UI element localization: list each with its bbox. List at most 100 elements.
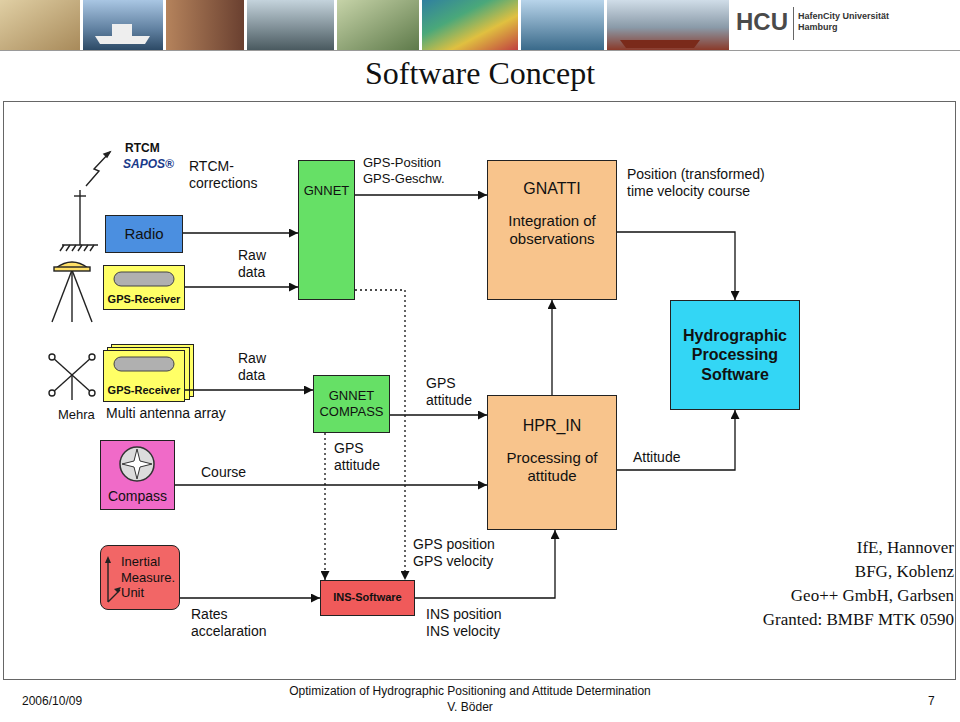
receiver-symbol: [104, 267, 186, 291]
university-name-holder: HafenCity Universität Hamburg: [798, 11, 916, 33]
signal-label-holder: Raw data: [237, 247, 282, 281]
box-label: INS-Software: [324, 591, 411, 604]
signal-label-holder: INS position INS velocity: [425, 606, 513, 640]
signal-label: Attitude: [632, 449, 681, 466]
footer-author: V. Böder: [200, 700, 740, 714]
dotted-arrow: [324, 433, 325, 580]
sensor-box: Compass: [100, 440, 175, 510]
slide-date-holder: 2006/10/09: [22, 694, 82, 708]
ground-hatch: [60, 245, 94, 251]
box-label: GNNET: [301, 183, 352, 199]
signal-label: GPS-Position GPS-Geschw.: [362, 155, 452, 186]
header-photo: [166, 0, 244, 50]
box-label: GNATTI: [494, 179, 610, 198]
receiver-body: [114, 357, 174, 371]
footer-title: Optimization of Hydrographic Positioning…: [200, 684, 740, 698]
partner-name: IfE, Hannover: [857, 538, 954, 558]
antenna-element: [49, 354, 55, 360]
note-text-holder: Multi antenna array: [102, 404, 230, 423]
signal-label-holder: GPS-Position GPS-Geschw.: [362, 155, 452, 187]
slide-title-holder: Software Concept: [0, 54, 960, 92]
page-number-holder: 7: [928, 694, 935, 708]
source-box: Radio: [105, 215, 183, 253]
header-rule: [0, 50, 960, 51]
partner-name-holder: IfE, Hannover: [857, 538, 954, 558]
signal-label-holder: GPS position GPS velocity: [412, 536, 502, 570]
signal-label-holder: Position (transformed) time velocity cou…: [626, 166, 776, 200]
target-software-box: Hydrographic Processing Software: [670, 300, 800, 410]
radio-antenna-icon: [60, 152, 110, 251]
service-name-holder: RTCM: [125, 141, 160, 155]
note-text: Multi antenna array: [102, 404, 230, 423]
radio-signal: [86, 152, 110, 186]
signal-label: Rates accelaration: [190, 606, 290, 640]
university-name: HafenCity Universität Hamburg: [798, 11, 916, 33]
signal-label: GPS position GPS velocity: [412, 536, 502, 570]
receiver-body: [114, 272, 174, 286]
slide-date: 2006/10/09: [22, 694, 82, 708]
partner-name-holder: BFG, Koblenz: [855, 562, 954, 582]
gps-antenna-plate: [54, 267, 90, 271]
header-photo: [337, 0, 419, 50]
header-photo: [521, 0, 604, 50]
axes-symbol: [103, 550, 123, 608]
header-photo: [422, 0, 518, 50]
axis-line: [108, 560, 120, 602]
signal-label: Position (transformed) time velocity cou…: [626, 166, 776, 200]
software-box: GNNET COMPASS: [313, 375, 390, 433]
signal-label-holder: GPS attitude: [333, 440, 395, 474]
signal-label: INS position INS velocity: [425, 606, 513, 640]
footer-author-holder: V. Böder: [200, 700, 740, 714]
box-label: Radio: [109, 225, 179, 243]
antenna-mast: [79, 190, 80, 245]
flow-arrow: [185, 389, 313, 390]
antenna-element: [89, 354, 95, 360]
signal-label-holder: Raw data: [237, 350, 282, 384]
box-label: Compass: [103, 488, 172, 505]
grant-note-holder: Granted: BMBF MTK 0590: [763, 610, 954, 630]
ship-shape: [95, 24, 150, 44]
service-name-holder: SAPOS®: [123, 157, 174, 171]
tripod-leg: [71, 270, 72, 322]
multi-antenna-icon: [49, 354, 95, 400]
signal-label: GPS attitude: [425, 375, 485, 409]
axis-head: [105, 556, 121, 593]
logo-text-holder: HCU: [736, 8, 788, 37]
header-photo: [607, 0, 729, 50]
box-label: GPS-Receiver: [106, 384, 182, 397]
box-label: GPS-Receiver: [106, 293, 182, 306]
signal-label: RTCM- corrections: [188, 158, 272, 192]
antenna-element: [49, 390, 55, 396]
signal-label-holder: Course: [200, 463, 260, 481]
box-label: GNNET COMPASS: [317, 388, 386, 419]
signal-label: Course: [200, 464, 247, 481]
header-photo-strip: [0, 0, 729, 50]
header-photo: [83, 0, 163, 50]
receiver-box: GPS-Receiver: [103, 265, 185, 310]
process-box: HPR_INProcessing of attitude: [487, 395, 617, 530]
tripod-leg: [52, 270, 72, 322]
slide-frame: [4, 102, 956, 680]
antenna-stem: [71, 375, 72, 400]
flow-arrow: [185, 286, 298, 287]
box-body-text: Processing of attitude: [494, 449, 610, 485]
signal-label: Raw data: [237, 350, 282, 384]
flow-arrow: [355, 194, 487, 195]
service-name: SAPOS®: [123, 157, 174, 171]
signal-label-holder: Rates accelaration: [190, 606, 290, 640]
signal-label-holder: GPS attitude: [425, 375, 485, 409]
partner-name-holder: Geo++ GmbH, Garbsen: [791, 586, 954, 606]
process-box: GNATTIIntegration of observations: [487, 160, 617, 300]
flow-arrow: [183, 232, 298, 233]
signal-label: GPS attitude: [333, 440, 395, 474]
antenna-bar: [74, 195, 86, 196]
page-number: 7: [928, 694, 935, 708]
header-photo: [247, 0, 334, 50]
flow-arrow: [617, 232, 735, 300]
partner-name: BFG, Koblenz: [855, 562, 954, 582]
receiver-box: GPS-Receiver: [103, 350, 185, 402]
compass-rose: [122, 449, 152, 479]
logo-separator: [793, 7, 794, 40]
software-box: GNNET: [298, 160, 355, 300]
